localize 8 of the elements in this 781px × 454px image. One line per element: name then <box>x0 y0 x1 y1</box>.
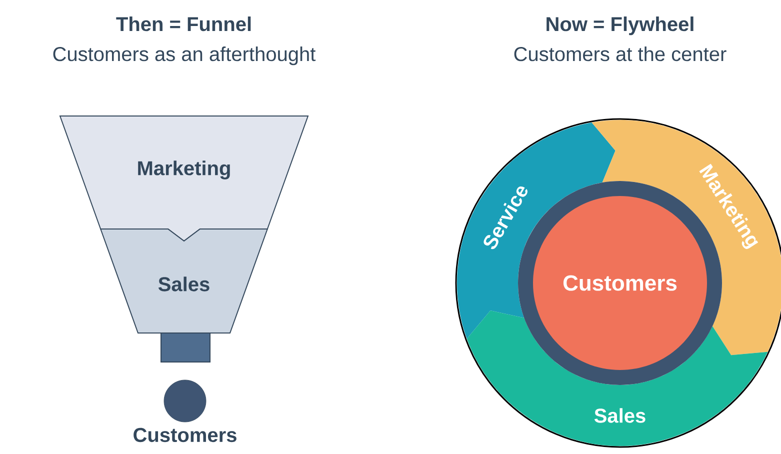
flywheel-segment: Sales <box>466 310 768 446</box>
heading: Customers as an afterthought <box>53 46 316 66</box>
funnel-spout <box>160 332 210 362</box>
node-label: Customers <box>134 428 236 442</box>
heading: Then = Funnel <box>116 16 251 32</box>
heading: Customers at the center <box>514 46 726 62</box>
heading: Now = Flywheel <box>546 16 694 36</box>
customer-dot <box>164 380 206 422</box>
